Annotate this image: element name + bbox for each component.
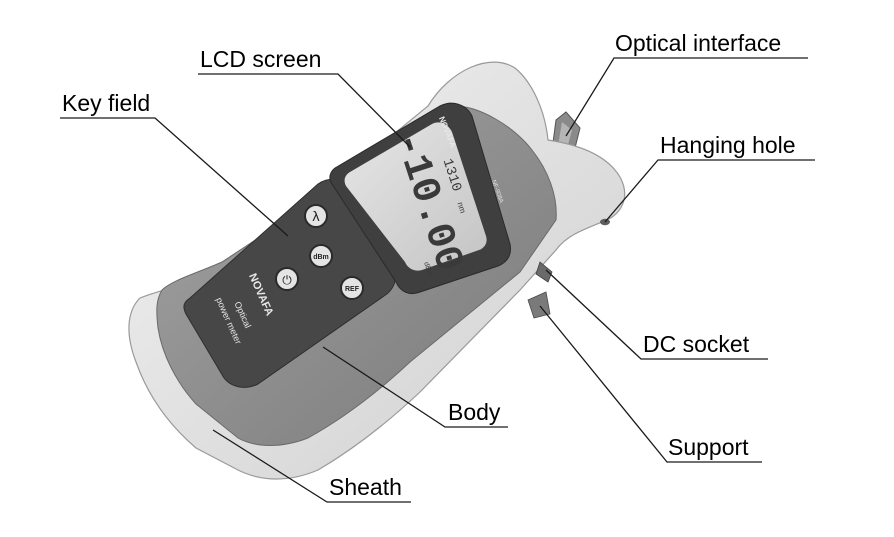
label-key-field: Key field [62,90,151,116]
power-icon: ⏻ [282,273,292,287]
lead-line-sheath [212,429,411,503]
lead-lines [60,57,815,503]
label-optical-interface: Optical interface [615,30,782,56]
dc-socket [535,261,553,283]
lead-line-dc-socket [545,269,768,360]
label-body: Body [448,399,501,425]
label-lcd-screen: LCD screen [200,46,322,72]
lead-line-hanging-hole [604,159,815,223]
label-support: Support [668,434,749,460]
lead-line-lcd-screen [198,73,411,148]
lead-line-body [322,346,508,428]
ref-key[interactable]: REF [340,276,364,300]
lead-line-support [539,305,762,463]
label-sheath: Sheath [329,474,402,500]
unit-key-label: dBm [313,254,329,261]
label-hanging-hole: Hanging hole [660,132,796,158]
lead-line-optical-interface [565,57,808,137]
lcd-screen [344,122,487,271]
power-key[interactable]: ⏻ [275,267,299,291]
wavelength-key-label: λ [312,210,320,225]
label-dc-socket: DC socket [643,331,750,357]
wavelength-key[interactable]: λ [304,204,328,228]
display-small-unit: nm [455,201,467,215]
ref-key-label: REF [345,286,360,293]
display-unit: dBm [422,261,433,277]
unit-key[interactable]: dBm [309,244,333,268]
lead-line-key-field [60,117,289,237]
